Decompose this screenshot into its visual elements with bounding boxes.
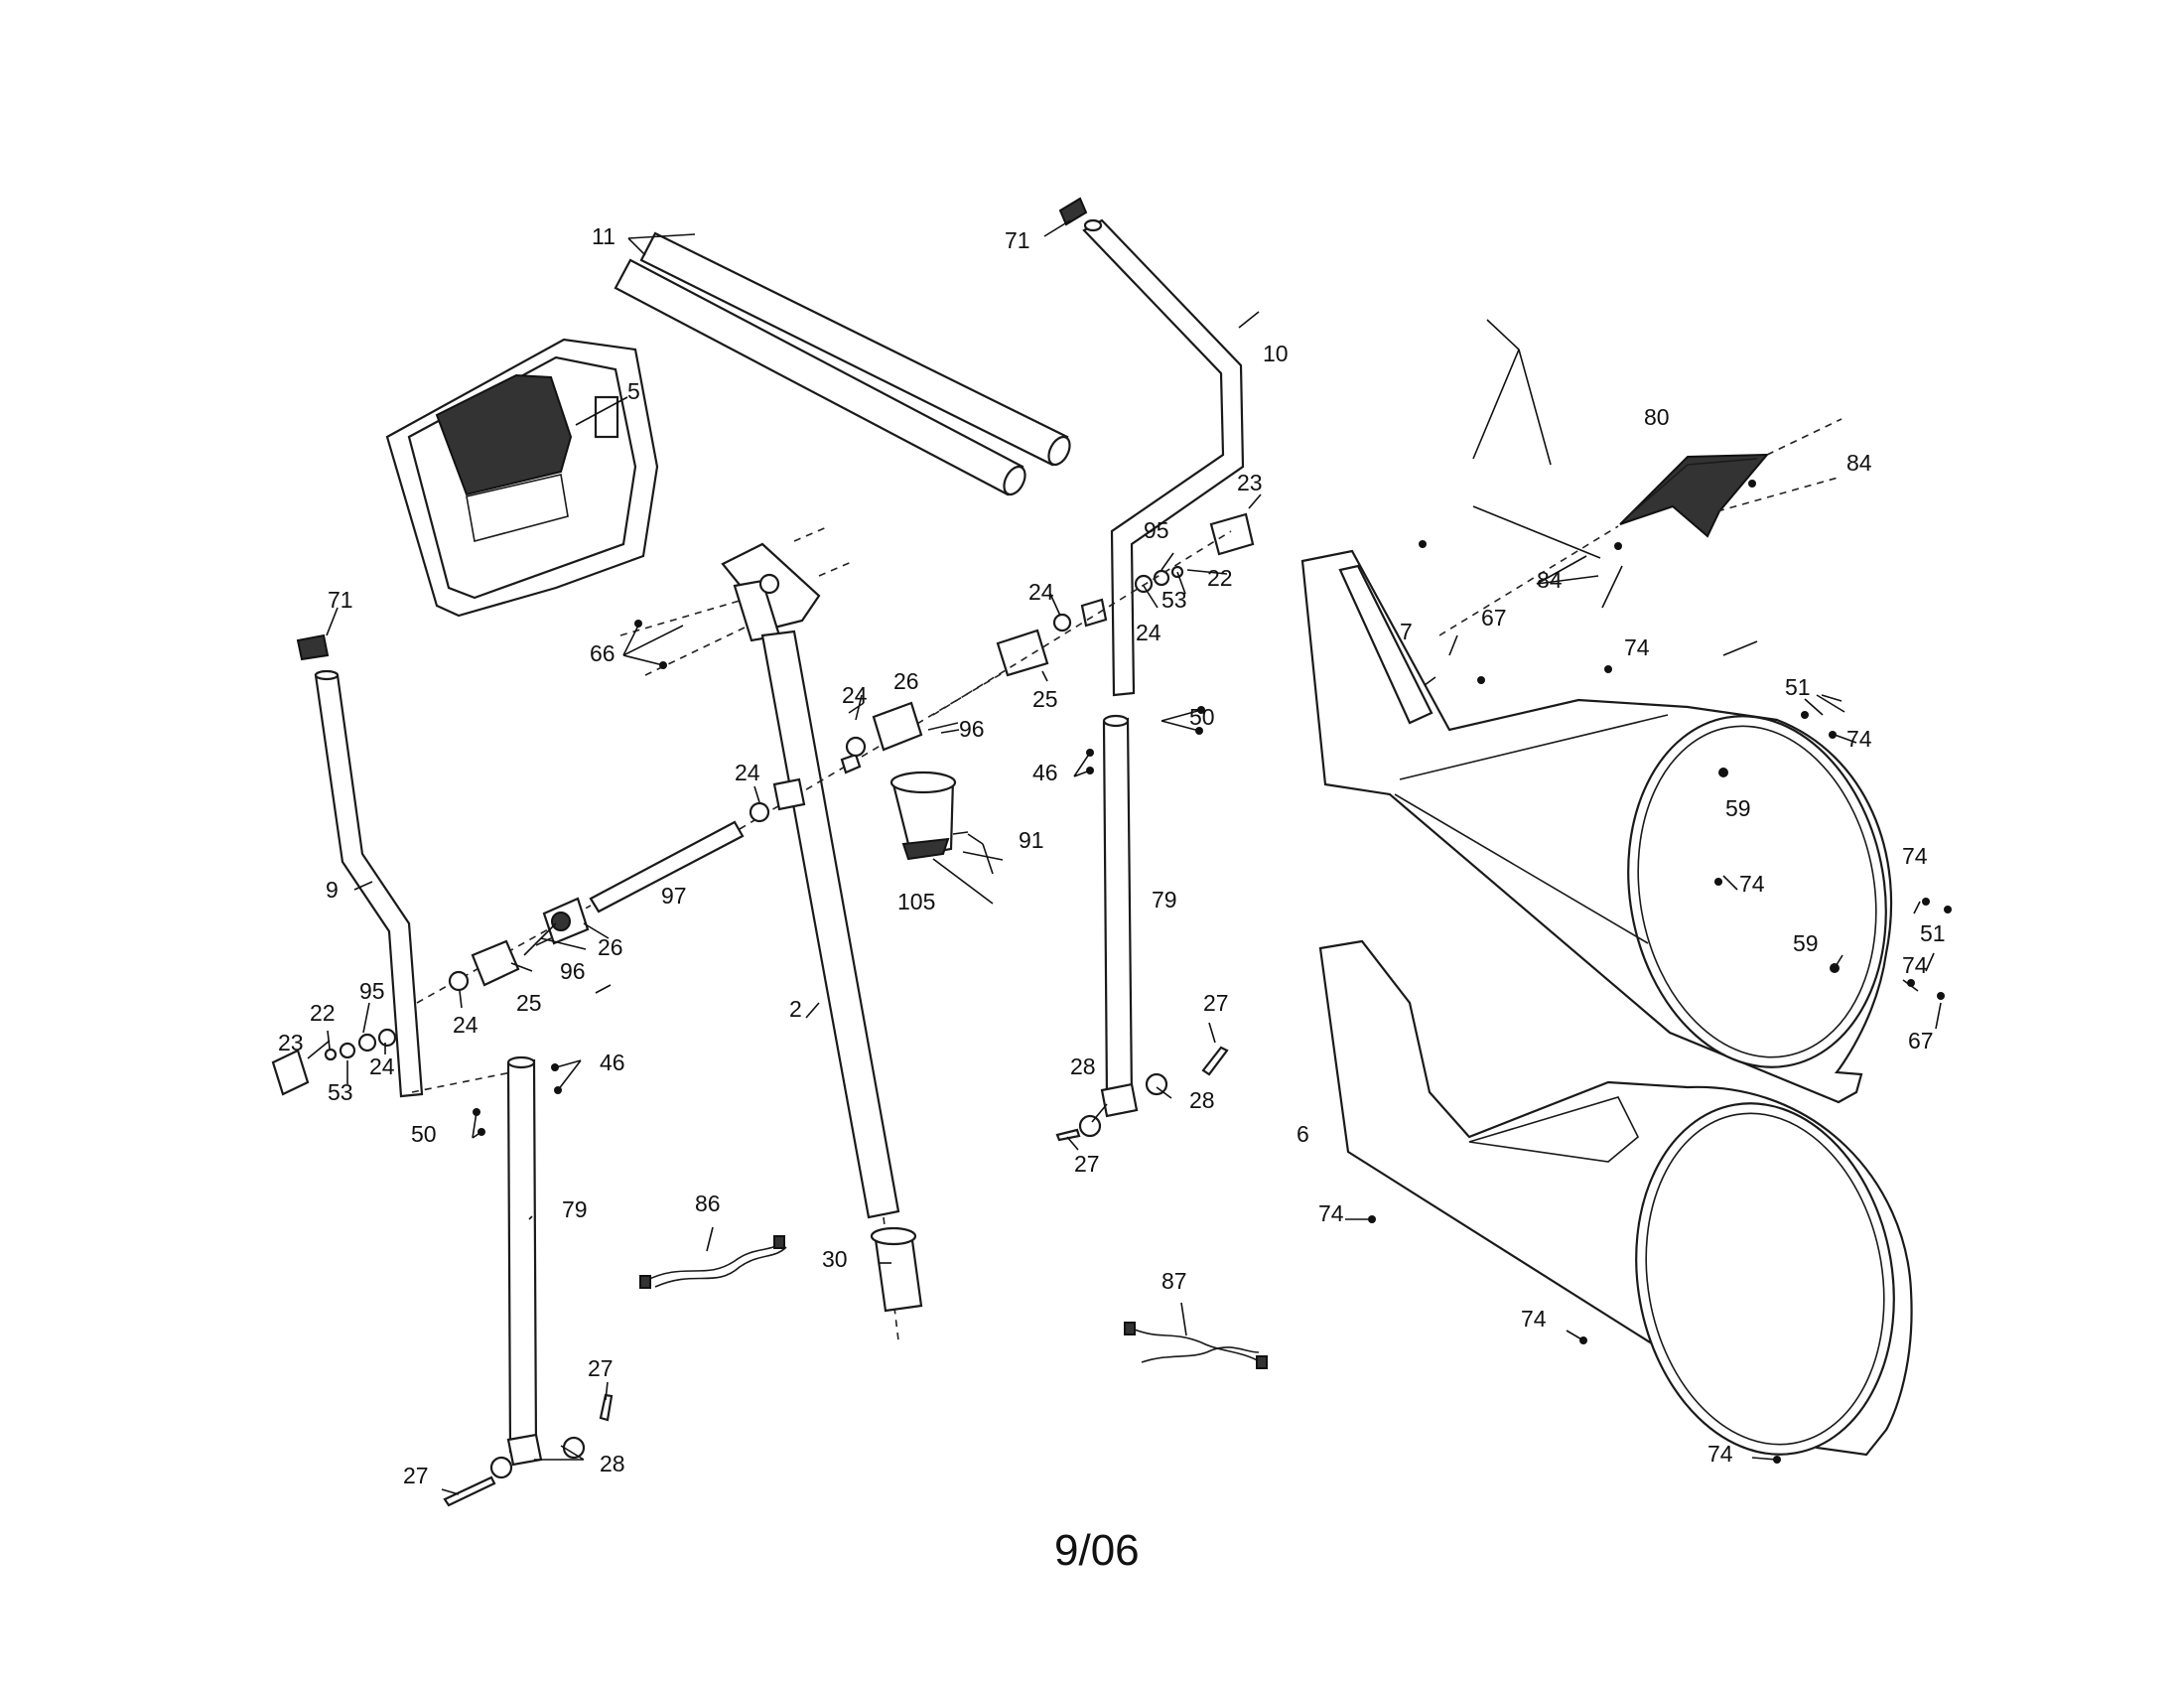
handlebar-grips-part-11 (614, 231, 1071, 496)
label-part-27: 27 (1074, 1151, 1100, 1177)
right-lower-arm-part-79 (1055, 714, 1229, 1142)
label-part-50: 50 (411, 1121, 437, 1147)
wire-harness-part-86 (639, 1235, 787, 1289)
label-part-53: 53 (1161, 587, 1187, 613)
label-part-25: 25 (1032, 686, 1058, 712)
left-pivot-hardware (271, 897, 590, 1096)
label-part-25: 25 (516, 990, 542, 1016)
side-shield-part-6 (1318, 939, 1913, 1457)
label-part-74: 74 (1902, 843, 1928, 869)
label-part-86: 86 (695, 1191, 721, 1216)
label-part-9: 9 (326, 877, 339, 903)
label-part-46: 46 (600, 1050, 625, 1075)
label-part-105: 105 (897, 889, 935, 914)
right-upper-arm-part-10 (1058, 197, 1245, 697)
label-part-22: 22 (1207, 565, 1233, 591)
label-part-74: 74 (1521, 1306, 1547, 1332)
label-part-59: 59 (1793, 930, 1819, 956)
label-part-74: 74 (1318, 1200, 1344, 1226)
label-part-74: 74 (1846, 726, 1872, 752)
label-part-67: 67 (1908, 1028, 1934, 1053)
center-pivot-hardware (749, 701, 959, 823)
label-part-28: 28 (600, 1451, 625, 1476)
label-part-74: 74 (1624, 634, 1650, 660)
leader-lines (307, 219, 1942, 1495)
label-part-96: 96 (560, 958, 586, 984)
label-part-95: 95 (359, 978, 385, 1004)
label-part-71: 71 (1005, 227, 1030, 253)
left-upper-arm-part-9 (296, 633, 537, 1098)
label-part-24: 24 (369, 1053, 395, 1079)
label-part-46: 46 (1032, 760, 1058, 785)
left-lower-arm-part-79 (443, 1055, 614, 1507)
label-part-79: 79 (562, 1196, 588, 1222)
screws (473, 480, 1952, 1464)
label-part-11: 11 (592, 223, 615, 249)
label-part-84: 84 (1537, 567, 1563, 593)
label-part-24: 24 (1028, 579, 1054, 605)
label-part-71: 71 (328, 587, 353, 613)
label-part-84: 84 (1846, 450, 1872, 476)
side-shield-frame-part-7 (1300, 549, 1893, 1104)
label-part-30: 30 (822, 1246, 848, 1272)
label-part-51: 51 (1920, 920, 1946, 946)
label-part-7: 7 (1400, 619, 1413, 644)
label-part-23: 23 (1237, 470, 1263, 495)
right-pivot-hardware (932, 512, 1255, 716)
bottle-holder-part-105 (889, 771, 969, 861)
shield-cap-part-80 (1438, 418, 1843, 636)
label-part-50: 50 (1189, 704, 1215, 730)
label-part-24: 24 (1136, 620, 1161, 645)
label-part-66: 66 (590, 640, 615, 666)
label-part-5: 5 (627, 378, 640, 404)
label-part-10: 10 (1263, 341, 1289, 366)
label-part-23: 23 (278, 1030, 304, 1055)
label-part-22: 22 (310, 1000, 336, 1026)
label-part-96: 96 (959, 716, 985, 742)
label-part-74: 74 (1739, 871, 1765, 897)
label-part-51: 51 (1785, 674, 1811, 700)
label-part-24: 24 (453, 1012, 478, 1038)
label-part-87: 87 (1161, 1268, 1187, 1294)
label-part-53: 53 (328, 1079, 353, 1105)
label-part-28: 28 (1070, 1053, 1096, 1079)
label-part-27: 27 (1203, 990, 1229, 1016)
upright-post-part-2 (619, 525, 900, 1341)
label-part-6: 6 (1297, 1121, 1309, 1147)
wire-harness-part-87 (1124, 1322, 1268, 1369)
label-part-27: 27 (588, 1355, 614, 1381)
label-part-24: 24 (842, 682, 868, 708)
label-part-2: 2 (789, 996, 802, 1022)
label-part-59: 59 (1725, 795, 1751, 821)
label-part-95: 95 (1144, 517, 1169, 543)
label-part-74: 74 (1902, 952, 1928, 978)
footer-date: 9/06 (1054, 1526, 1140, 1575)
label-part-97: 97 (661, 883, 687, 909)
label-part-91: 91 (1019, 827, 1044, 853)
label-part-80: 80 (1644, 404, 1670, 430)
label-part-27: 27 (403, 1463, 429, 1488)
label-part-26: 26 (893, 668, 919, 694)
label-part-24: 24 (735, 760, 760, 785)
label-part-79: 79 (1152, 887, 1177, 912)
label-part-26: 26 (598, 934, 623, 960)
label-part-28: 28 (1189, 1087, 1215, 1113)
label-part-74: 74 (1707, 1441, 1733, 1467)
base-sleeve-part-30 (870, 1226, 923, 1313)
console-part-5 (385, 338, 659, 618)
label-part-67: 67 (1481, 605, 1507, 631)
part-labels: 11 71 10 5 80 84 84 23 95 22 53 24 24 25… (278, 223, 1946, 1488)
